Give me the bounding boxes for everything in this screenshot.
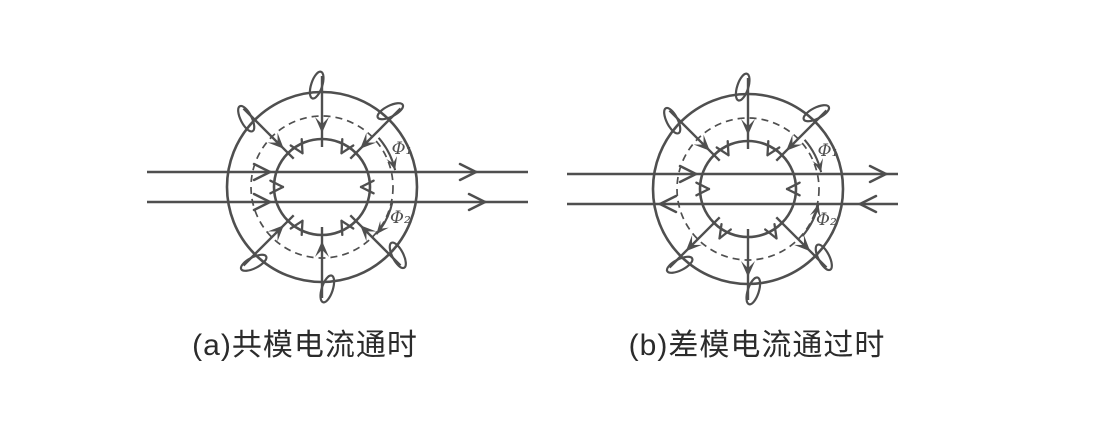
winding-arrowhead-inward [693,134,710,151]
winding-turn [734,72,755,149]
flux-bottom-label: Φ₂ [390,208,411,228]
winding-inner-crossing [785,181,801,197]
toroid-diagram-differential-mode: Φ₁ Φ₂ [567,72,898,306]
wire-bottom-current-arrow-outer [467,192,487,212]
winding-outer-loop [734,72,751,102]
winding-outer-loop [388,241,407,270]
figure-b-caption: (b)差模电流通过时 [628,329,886,362]
winding-turn [665,216,721,274]
winding-outer-loop [376,102,405,121]
flux-bottom-label: Φ₂ [816,210,837,230]
winding-turn [775,104,831,162]
winding-outer-loop [237,104,256,133]
winding-arrowhead-inward [315,241,329,257]
wire-bottom-current-arrow-outer [858,194,878,214]
winding-inner-crossing [764,222,778,240]
winding-turn [315,227,336,304]
toroid-diagram-common-mode: Φ₁ Φ₂ [147,70,528,304]
wire-bottom-current-arrow-inner [252,192,272,212]
winding-turn [349,214,407,270]
winding-arrowhead-outward [685,235,702,252]
wire-bottom-current-arrow-inner [658,194,678,214]
winding-arrowhead-inward [360,225,377,242]
winding-outer-loop [802,104,831,123]
winding-turn [775,216,833,272]
winding-inner-crossing [695,181,711,197]
winding-arrowhead-inward [267,132,284,149]
winding-outer-loop [665,255,694,274]
winding-inner-crossing [766,139,781,157]
winding-outer-loop [308,70,325,100]
flux-bottom-arrowhead [809,204,821,218]
winding-inner-crossing [340,219,355,237]
winding-outer-loop [239,253,268,272]
winding-arrowhead-outward [794,235,811,252]
winding-arrowhead-inward [741,119,755,135]
winding-arrowhead-outward [741,261,755,277]
winding-outer-loop [663,106,682,135]
winding-outer-loop [745,276,762,306]
winding-turn [308,70,329,147]
winding-outer-loop [814,243,833,272]
figure-a-caption: (a)共模电流通时 [192,329,418,362]
flux-bottom-arrowhead [376,220,389,235]
winding-arrowhead-inward [315,117,329,133]
winding-arrowhead-inward [267,225,284,242]
winding-inner-crossing [718,222,732,240]
winding-inner-crossing [715,139,730,157]
winding-turn [239,214,295,272]
winding-inner-crossing [289,137,304,155]
flux-top-label: Φ₁ [818,141,839,161]
winding-inner-crossing [269,179,285,195]
wire-top-current-arrow-outer [868,164,888,184]
winding-inner-crossing [289,219,304,237]
winding-outer-loop [319,274,336,304]
winding-turn [663,106,721,162]
wire-top-current-arrow-inner [678,164,698,184]
winding-turn [237,104,295,160]
winding-arrowhead-inward [360,132,377,149]
winding-inner-crossing [359,179,375,195]
winding-turn [349,102,405,160]
winding-inner-crossing [340,137,355,155]
flux-top-arrowhead [812,158,823,173]
winding-arrowhead-inward [786,134,803,151]
wire-top-current-arrow-inner [252,162,272,182]
flux-top-label: Φ₁ [392,139,413,159]
flux-top-arrowhead [386,156,397,171]
winding-turn [741,229,762,306]
wire-top-current-arrow-outer [458,162,478,182]
